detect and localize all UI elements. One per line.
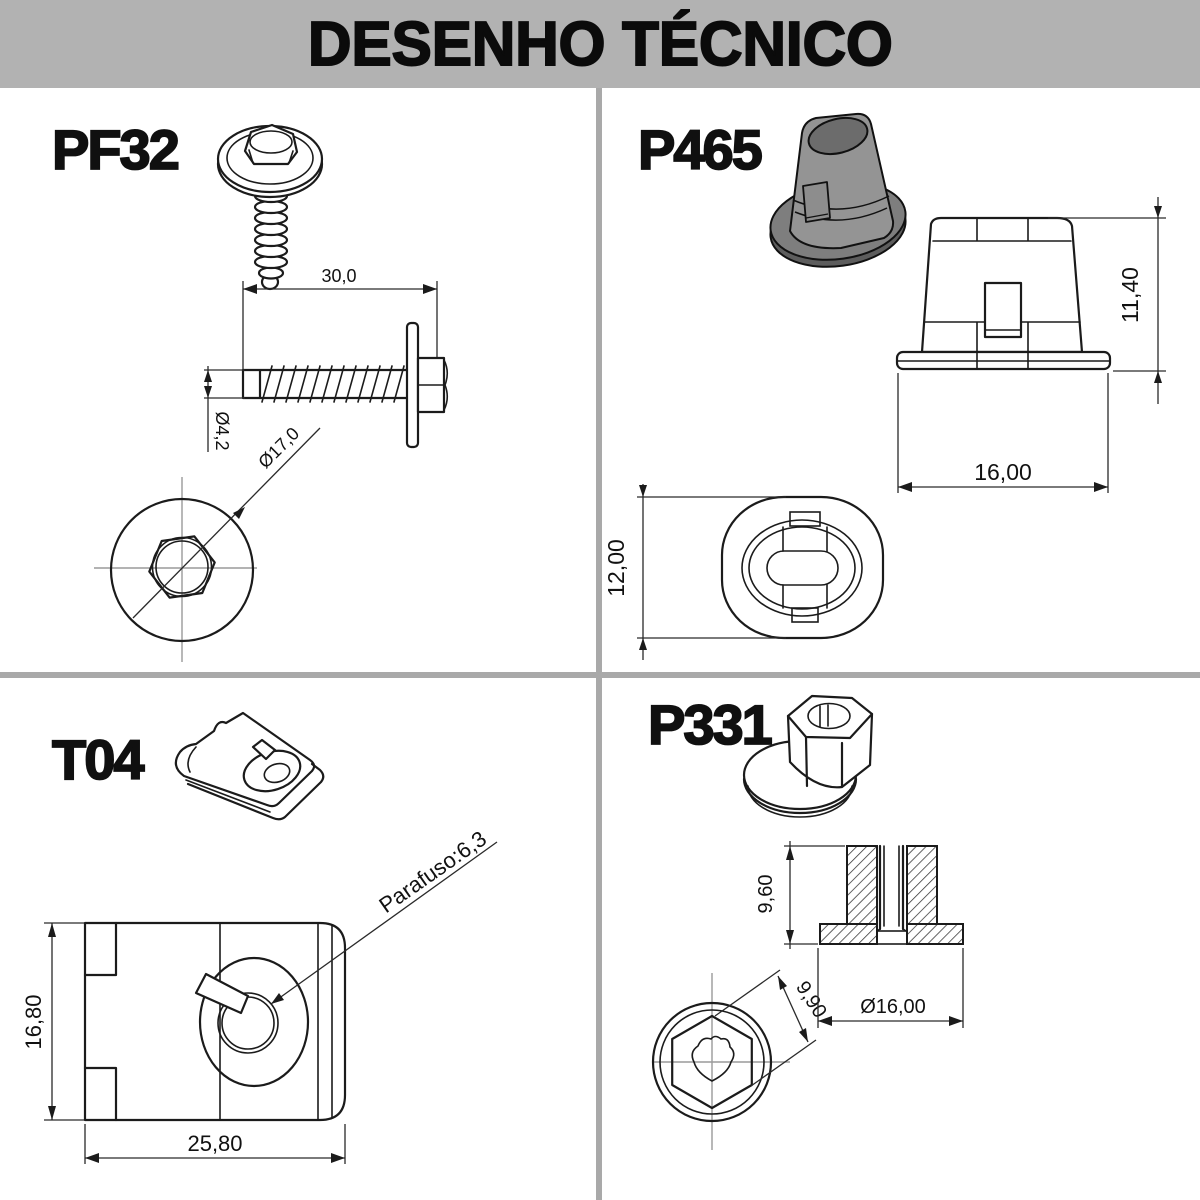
p465-height-text: 11,40 (1117, 267, 1143, 323)
part-label-p465: P465 (637, 118, 764, 181)
p465-top-view (720, 495, 885, 640)
pf32-side-view (241, 321, 449, 449)
p465-dim-flange-width: 16,00 (897, 373, 1109, 493)
t04-dim-height: 16,80 (21, 922, 84, 1121)
p465-side-view (895, 216, 1112, 371)
horizontal-divider (0, 672, 1200, 678)
pf32-front-view: Ø17,0 (94, 423, 321, 662)
p465-body-height-text: 12,00 (603, 539, 629, 597)
p331-across-flats-text: 9,90 (791, 977, 831, 1022)
p331-height-text: 9,60 (755, 875, 777, 914)
pf32-3d-view (216, 123, 324, 291)
part-label-p331: P331 (647, 693, 774, 756)
vertical-divider (596, 88, 602, 1200)
p331-3d-view (742, 694, 874, 818)
t04-height-text: 16,80 (21, 994, 46, 1049)
p331-dim-flange-diameter: Ø16,00 (817, 948, 964, 1028)
p331-dim-height: 9,60 (755, 841, 845, 949)
pf32-length-text: 30,0 (321, 266, 356, 286)
p331-top-view (651, 973, 790, 1150)
t04-width-text: 25,80 (187, 1131, 242, 1156)
pf32-dim-shank-diameter: Ø4,2 (204, 366, 245, 452)
t04-3d-view (174, 711, 325, 821)
pf32-washer-diameter-text: Ø17,0 (254, 423, 303, 472)
header-band: DESENHO TÉCNICO (0, 0, 1200, 88)
pf32-shank-diameter-text: Ø4,2 (212, 411, 232, 450)
t04-screw-note-text: Parafuso:6,3 (374, 826, 491, 918)
p331-section-view (819, 844, 964, 945)
part-label-pf32: PF32 (51, 118, 181, 181)
p465-dim-height: 11,40 (1048, 197, 1166, 404)
p465-flange-width-text: 16,00 (974, 459, 1032, 485)
p465-3d-view (769, 112, 907, 268)
t04-dim-width: 25,80 (84, 1124, 346, 1164)
p331-flange-diameter-text: Ø16,00 (860, 996, 926, 1018)
page-title: DESENHO TÉCNICO (307, 9, 894, 80)
t04-top-view: Parafuso:6,3 (83, 826, 498, 1122)
part-label-t04: T04 (51, 728, 145, 791)
p465-dim-body-height: 12,00 (603, 484, 786, 660)
